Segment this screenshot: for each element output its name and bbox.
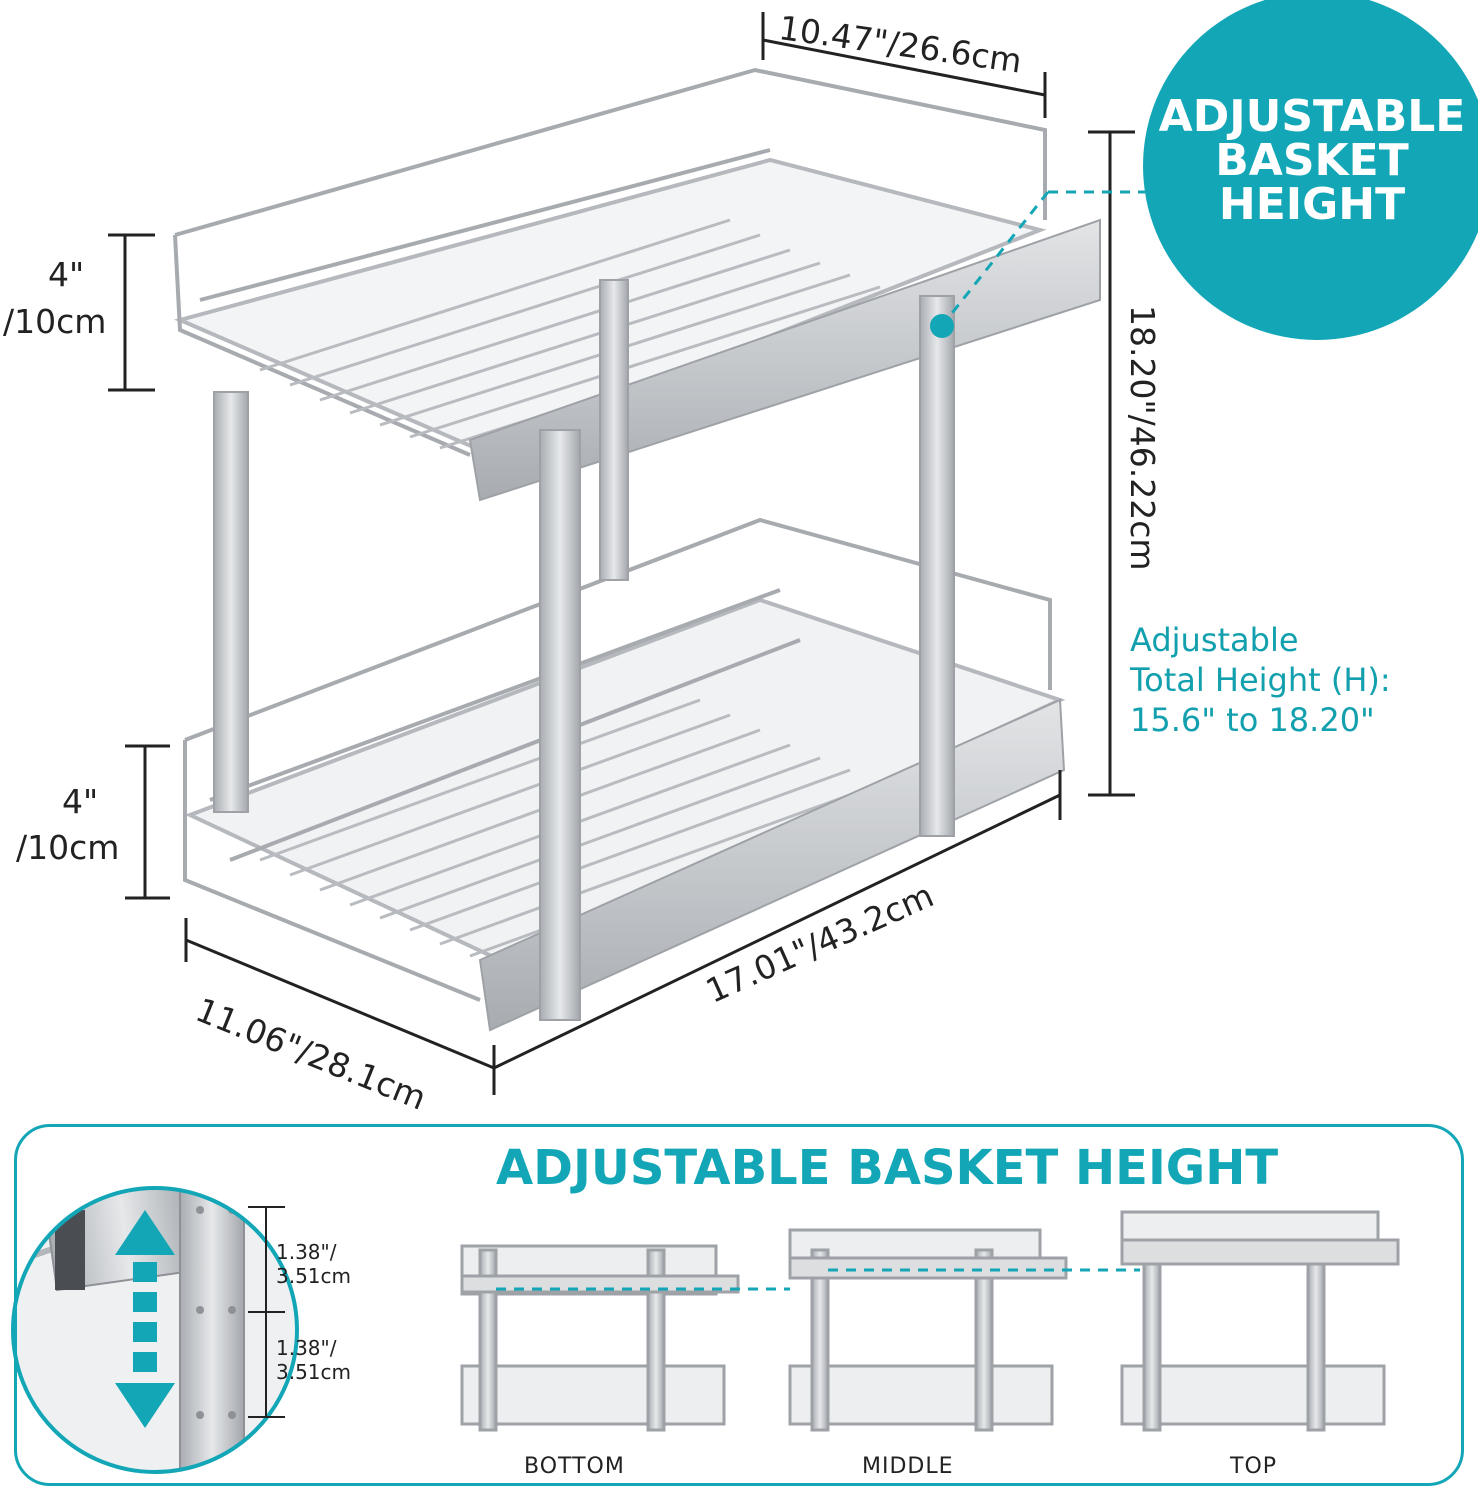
height-compare-lines: [496, 1268, 1140, 1291]
adjustable-height-badge: ADJUSTABLE BASKET HEIGHT: [1143, 0, 1478, 340]
callout-dot: [930, 314, 954, 338]
step-2-label: 1.38"/ 3.51cm: [276, 1336, 352, 1384]
position-label-top: TOP: [1230, 1454, 1278, 1479]
lower-height-cm-label: /10cm: [16, 828, 120, 867]
mini-organizer-bottom: [460, 1244, 740, 1432]
dimension-lines: [108, 12, 1135, 1095]
lower-height-in-label: 4": [62, 782, 99, 821]
adjust-arrow-icon: [115, 1210, 175, 1428]
lower-front-rail: [478, 698, 1066, 1032]
position-label-bottom: BOTTOM: [524, 1454, 625, 1479]
total-height-label: 18.20"/46.22cm: [1123, 305, 1162, 571]
mini-organizer-middle: [788, 1228, 1068, 1432]
callout-line: [943, 190, 1145, 323]
panel-title: ADJUSTABLE BASKET HEIGHT: [496, 1140, 1279, 1196]
total-height-note: Adjustable Total Height (H): 15.6" to 18…: [1130, 621, 1391, 739]
step-1-label: 1.38"/ 3.51cm: [276, 1240, 352, 1288]
post-front-right: [919, 295, 955, 837]
step-dimension-lines: [248, 1206, 285, 1418]
post-back-left: [213, 391, 249, 813]
upper-basket-wires: [259, 218, 911, 450]
upper-height-in-label: 4": [48, 255, 85, 294]
badge-text: ADJUSTABLE BASKET HEIGHT: [1158, 91, 1466, 230]
mini-organizer-top: [1120, 1210, 1400, 1432]
position-label-middle: MIDDLE: [862, 1454, 954, 1479]
post-back-right: [599, 279, 629, 581]
upper-height-cm-label: /10cm: [3, 302, 107, 341]
adjustable-height-panel: [14, 1124, 1464, 1486]
post-front-left: [539, 429, 581, 1021]
